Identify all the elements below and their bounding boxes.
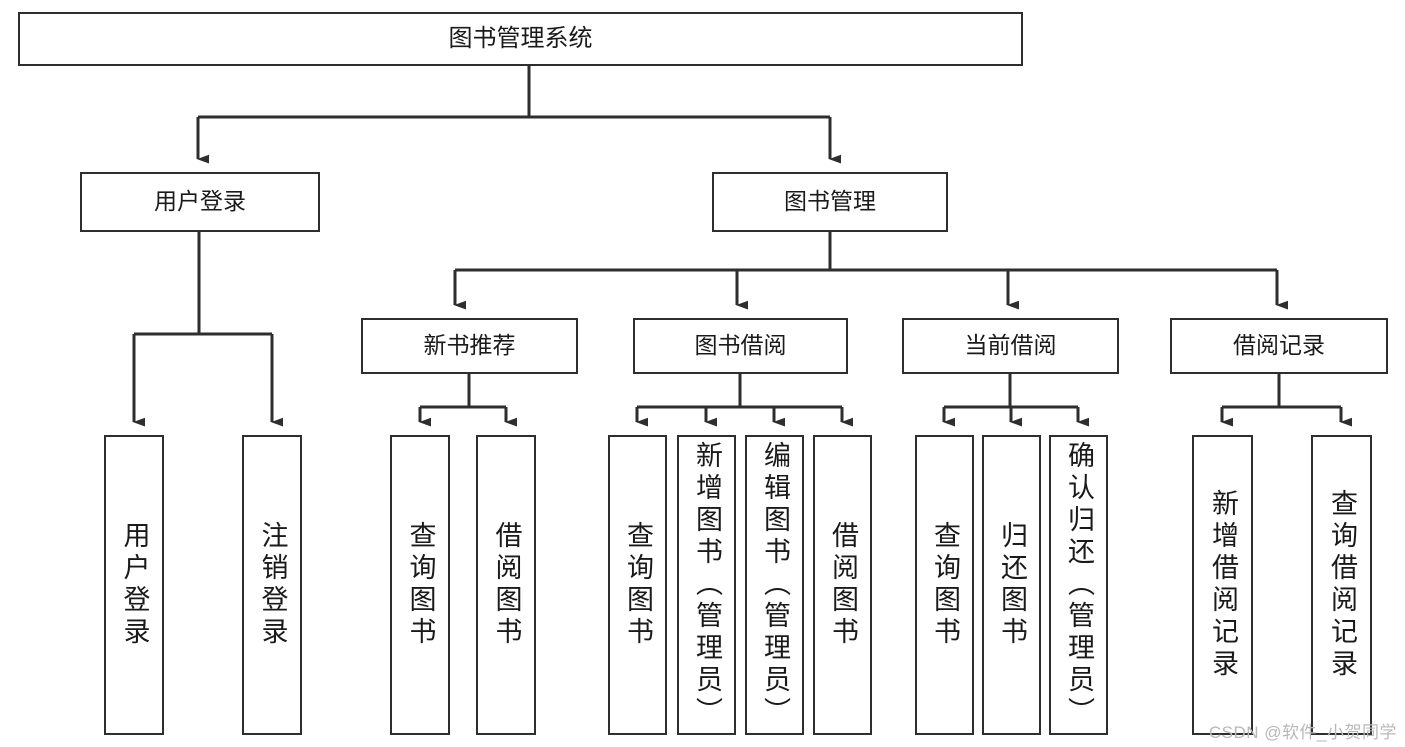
node-user-login[interactable]: 用户登录 bbox=[80, 172, 320, 232]
node-label: 编辑图书（管理员） bbox=[760, 441, 790, 729]
node-label: 新增图书（管理员） bbox=[692, 441, 722, 729]
node-label: 归还图书 bbox=[997, 521, 1027, 649]
node-label: 图书管理 bbox=[784, 188, 876, 215]
leaf-borrow-query-book[interactable]: 查询图书 bbox=[608, 435, 667, 735]
node-book-management[interactable]: 图书管理 bbox=[712, 172, 948, 232]
leaf-record-add-record[interactable]: 新增借阅记录 bbox=[1192, 435, 1253, 735]
node-label: 查询图书 bbox=[930, 521, 960, 649]
leaf-current-confirm-return-admin[interactable]: 确认归还（管理员） bbox=[1049, 435, 1108, 735]
leaf-current-return-book[interactable]: 归还图书 bbox=[982, 435, 1041, 735]
node-label: 图书借阅 bbox=[694, 332, 787, 359]
node-label: 用户登录 bbox=[154, 188, 246, 215]
node-label: 图书管理系统 bbox=[448, 24, 593, 52]
node-label: 注销登录 bbox=[257, 521, 288, 649]
leaf-borrow-borrow-book[interactable]: 借阅图书 bbox=[813, 435, 872, 735]
node-borrow-record[interactable]: 借阅记录 bbox=[1170, 318, 1388, 374]
node-book-borrow[interactable]: 图书借阅 bbox=[633, 318, 848, 374]
node-label: 查询图书 bbox=[405, 521, 436, 649]
node-label: 当前借阅 bbox=[964, 332, 1057, 359]
leaf-borrow-add-book-admin[interactable]: 新增图书（管理员） bbox=[677, 435, 736, 735]
leaf-logout-login[interactable]: 注销登录 bbox=[242, 435, 302, 735]
leaf-recommend-query-book[interactable]: 查询图书 bbox=[390, 435, 450, 735]
node-label: 新书推荐 bbox=[423, 332, 516, 359]
node-label: 确认归还（管理员） bbox=[1064, 441, 1094, 729]
node-label: 查询图书 bbox=[623, 521, 653, 649]
node-label: 借阅图书 bbox=[828, 521, 858, 649]
leaf-record-query-record[interactable]: 查询借阅记录 bbox=[1311, 435, 1372, 735]
node-label: 新增借阅记录 bbox=[1208, 489, 1238, 681]
node-new-book-recommend[interactable]: 新书推荐 bbox=[361, 318, 578, 374]
node-root-system[interactable]: 图书管理系统 bbox=[18, 12, 1023, 66]
leaf-recommend-borrow-book[interactable]: 借阅图书 bbox=[476, 435, 536, 735]
node-label: 借阅图书 bbox=[491, 521, 522, 649]
leaf-user-login[interactable]: 用户登录 bbox=[104, 435, 164, 735]
node-label: 用户登录 bbox=[119, 521, 150, 649]
leaf-borrow-edit-book-admin[interactable]: 编辑图书（管理员） bbox=[745, 435, 804, 735]
watermark-text: CSDN @软件_小贺同学 bbox=[1208, 723, 1397, 742]
leaf-current-query-book[interactable]: 查询图书 bbox=[915, 435, 974, 735]
node-label: 借阅记录 bbox=[1233, 332, 1325, 359]
node-current-borrow[interactable]: 当前借阅 bbox=[902, 318, 1119, 374]
node-label: 查询借阅记录 bbox=[1327, 489, 1357, 681]
